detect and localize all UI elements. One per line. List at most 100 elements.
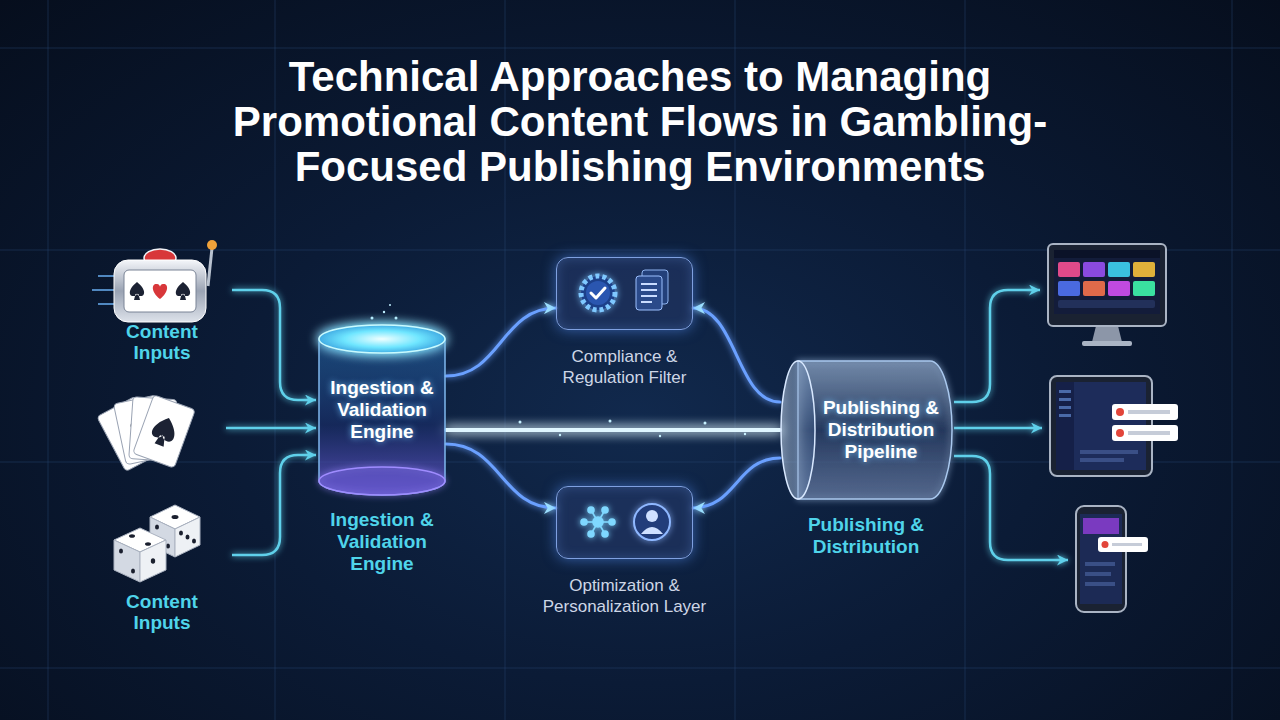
network-node [581, 519, 587, 525]
die-pip [119, 548, 123, 553]
notification-dot [1116, 408, 1124, 416]
sidebar-row [1059, 414, 1071, 417]
particle [395, 317, 398, 320]
cylinder-top [319, 325, 445, 353]
particle [389, 304, 391, 306]
cylinder-text: Ingestion & Validation Engine [318, 377, 446, 443]
screen-tile [1083, 281, 1105, 296]
screen-tile [1108, 262, 1130, 277]
network-spoke [591, 522, 598, 534]
slot-window [124, 270, 196, 312]
die-pip [151, 558, 155, 564]
sidebar-row [1059, 398, 1071, 401]
input-label: Content Inputs [107, 591, 217, 633]
screen-tile [1133, 281, 1155, 296]
output-arrow [954, 427, 1042, 430]
flow-connector [446, 444, 556, 508]
input-arrow [232, 455, 316, 555]
network-spoke [591, 510, 598, 522]
compliance-badge-icon [581, 276, 615, 310]
network-node [588, 531, 594, 537]
notification-card [1112, 425, 1178, 441]
gear-badge [581, 276, 615, 310]
die-pip [155, 524, 159, 529]
tube-text: Publishing & Distribution Pipeline [780, 397, 952, 463]
input-label: Content Inputs [107, 321, 217, 363]
grid-line [735, 0, 736, 720]
monitor-frame [1048, 244, 1166, 326]
input-arrows [226, 290, 316, 555]
screen-tile [1058, 300, 1155, 308]
die-face [140, 540, 166, 582]
particle [559, 434, 561, 436]
document-line [641, 301, 652, 303]
grid-line [505, 0, 506, 720]
notification-line [1128, 431, 1170, 435]
sidebar-row [1059, 390, 1071, 393]
output-arrow [954, 290, 1040, 402]
network-node [602, 531, 608, 537]
content-row [1085, 582, 1115, 586]
monitor-base [1082, 341, 1132, 346]
content-row [1080, 450, 1138, 454]
document-icon [636, 270, 668, 310]
die-face [114, 540, 140, 582]
spade-symbol [130, 282, 144, 300]
tablet-icon [1050, 376, 1178, 476]
tube-caption: Publishing & Distribution [791, 514, 941, 558]
document-line [641, 295, 657, 297]
screen-tile [1058, 262, 1080, 277]
slot-lever [208, 248, 212, 286]
tablet-sidebar [1056, 382, 1074, 470]
desktop-monitor-icon [1048, 244, 1166, 346]
document-line [641, 289, 657, 291]
diagram-title: Technical Approaches to Managing Promoti… [175, 54, 1105, 189]
playing-cards-icon [97, 395, 196, 472]
particle [659, 435, 661, 437]
grid-line [965, 0, 966, 720]
filter-box: Compliance & Regulation Filter [556, 257, 693, 330]
phone-screen [1080, 514, 1122, 604]
die-pip [172, 515, 179, 519]
particle [519, 421, 522, 424]
user-profile-icon [634, 504, 670, 540]
notification-line [1128, 410, 1170, 414]
layer-box: Optimization & Personalization Layer [556, 486, 693, 559]
flow-connector [446, 308, 556, 376]
screen-tile [1058, 281, 1080, 296]
slot-drum [114, 260, 206, 322]
particle [383, 311, 385, 313]
lever-knob [207, 240, 217, 250]
screen-tile [1133, 262, 1155, 277]
document-sheet [636, 276, 662, 310]
phone-banner [1083, 518, 1119, 534]
grid-line [0, 668, 1280, 669]
notification-dot [1102, 541, 1109, 548]
notification-card [1098, 537, 1148, 552]
tube-end [781, 361, 815, 499]
die-pip [186, 534, 190, 539]
box-caption: Compliance & Regulation Filter [540, 346, 710, 388]
die-pip [131, 568, 135, 573]
profile-head [646, 510, 658, 522]
die-face [175, 517, 200, 557]
screen-tile [1108, 281, 1130, 296]
box-caption: Optimization & Personalization Layer [540, 575, 710, 617]
playing-card [133, 395, 196, 468]
monitor-screen [1054, 250, 1160, 314]
phone-frame [1076, 506, 1126, 612]
die-pip [166, 543, 170, 548]
particle [609, 420, 612, 423]
document-line [641, 283, 657, 285]
network-hub [593, 517, 603, 527]
phone-icon [1076, 506, 1148, 612]
die-pip [192, 538, 196, 543]
profile-body [641, 527, 663, 534]
grid-line [1232, 0, 1233, 720]
grid-line [48, 0, 49, 720]
die-pip [129, 534, 135, 538]
network-spoke [584, 521, 598, 523]
content-row [1085, 562, 1115, 566]
screen-bar [1054, 250, 1160, 258]
document-sheet [642, 270, 668, 304]
